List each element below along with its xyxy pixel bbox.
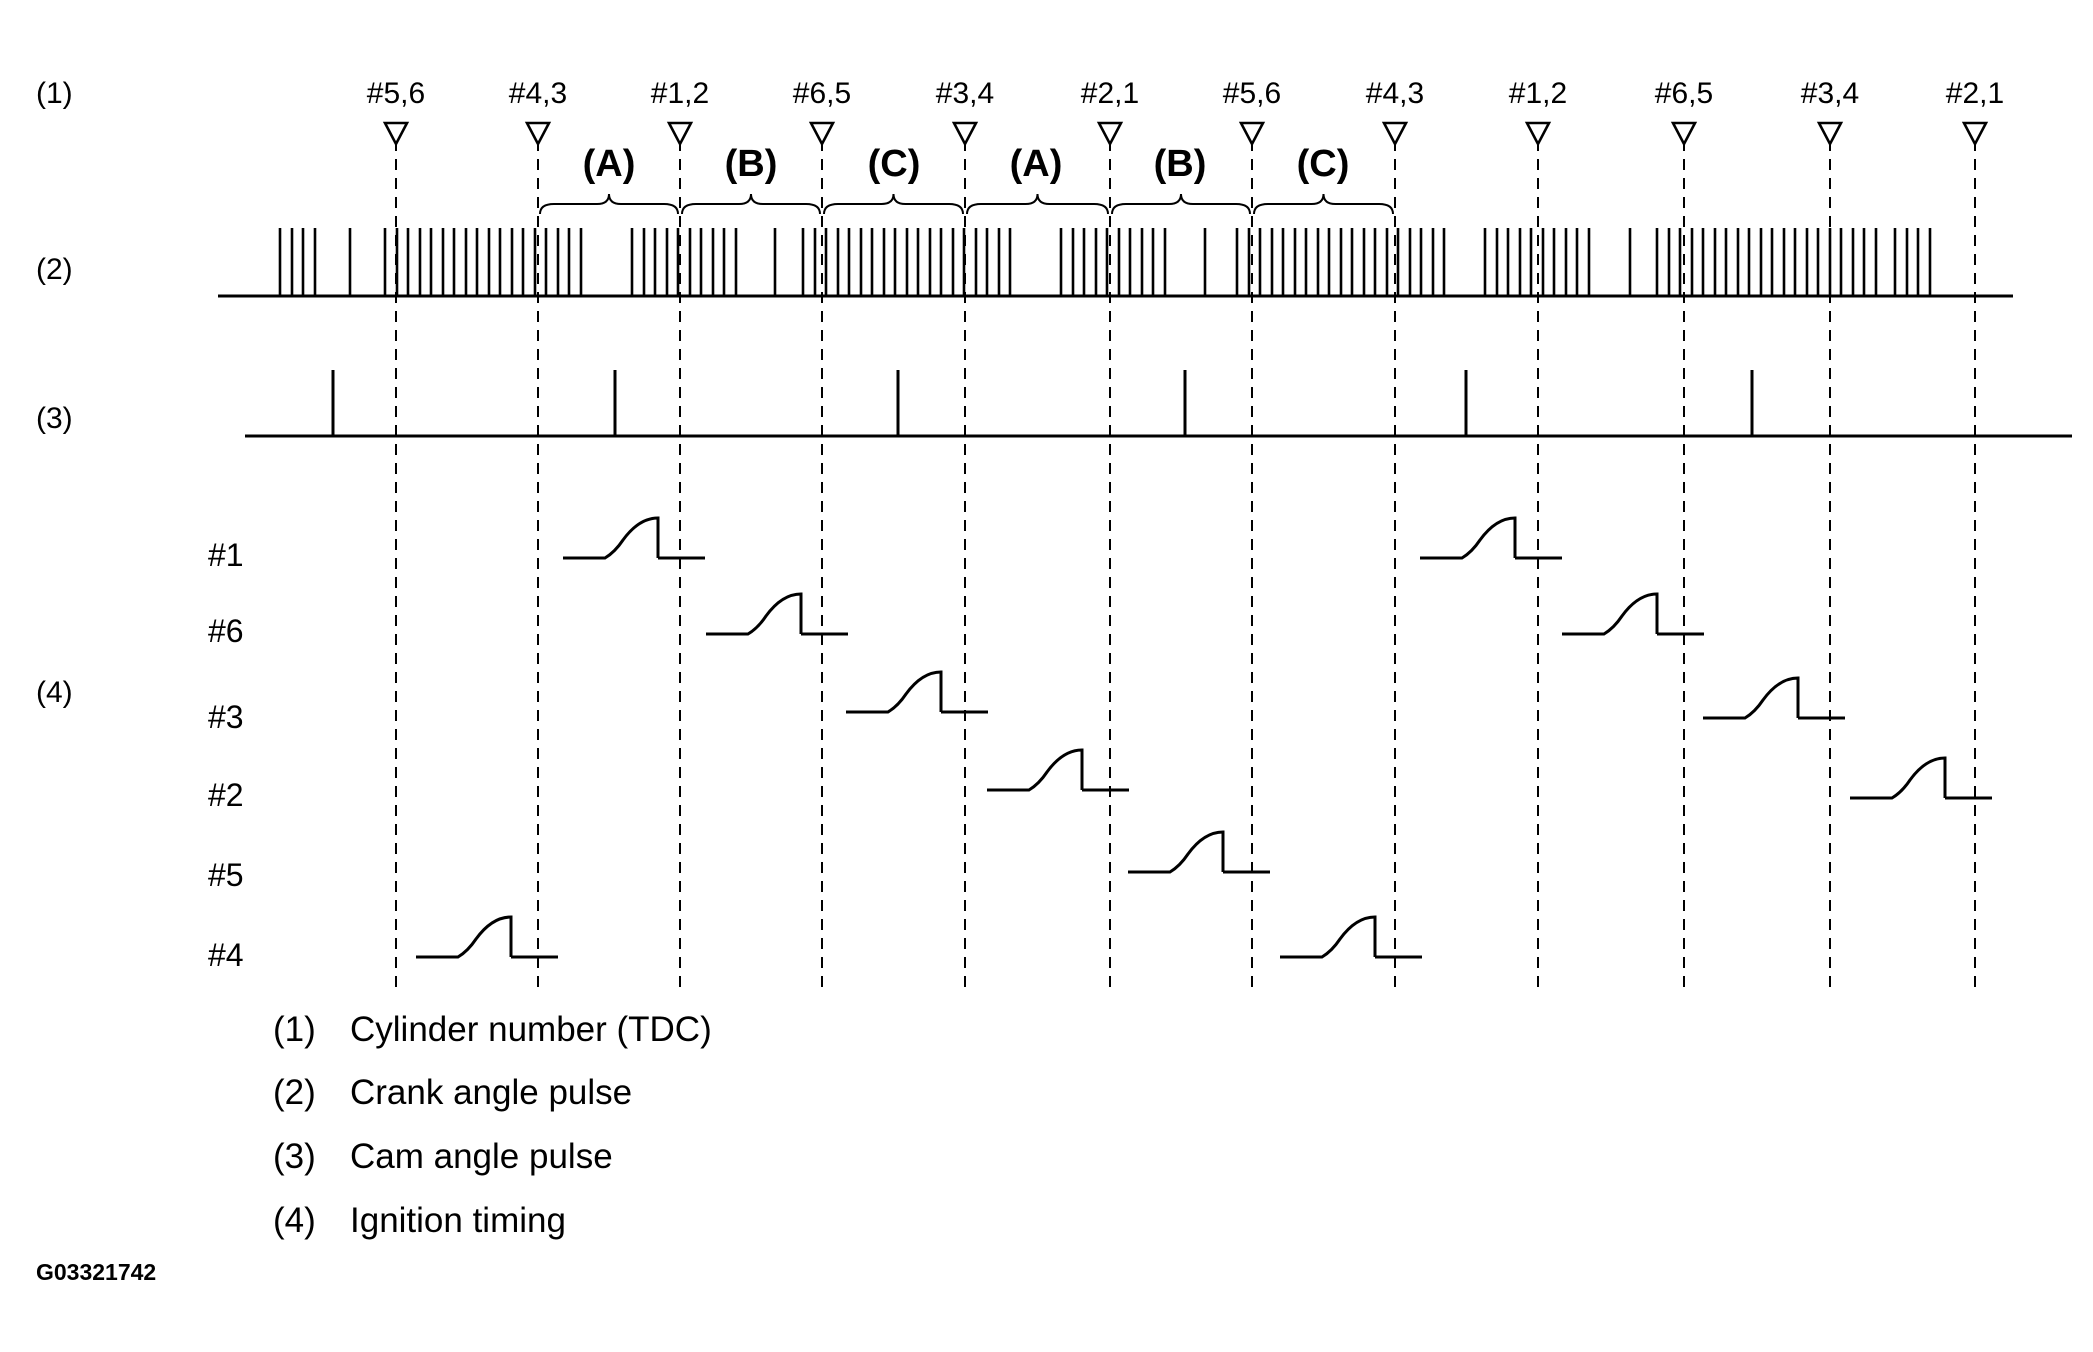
segment-brace [681, 193, 821, 215]
tdc-marker-triangle [1961, 121, 1989, 147]
segment-label-3: (C) [868, 143, 921, 185]
ignition-waveform [416, 915, 558, 959]
segment-brace [1253, 193, 1394, 215]
ignition-waveform [563, 516, 705, 560]
ignition-waveform [846, 670, 988, 714]
ignition-timing-waveforms [416, 516, 1992, 959]
ignition-waveform [1850, 756, 1992, 800]
legend: (1) Cylinder number (TDC) (2) Crank angl… [273, 1010, 712, 1240]
tdc-label-2: #4,3 [509, 77, 567, 110]
tdc-marker-triangle [808, 121, 836, 147]
tdc-label-12: #2,1 [1946, 77, 2004, 110]
segment-brace [966, 193, 1109, 215]
cylinder-label-6: #6 [208, 613, 244, 649]
ignition-waveform [1562, 592, 1704, 636]
tdc-marker-triangle [666, 121, 694, 147]
cylinder-label-1: #1 [208, 537, 244, 573]
legend-num-3: (3) [273, 1137, 316, 1176]
row-label-3: (3) [36, 402, 73, 435]
tdc-label-1: #5,6 [367, 77, 425, 110]
tdc-marker-triangle [1096, 121, 1124, 147]
tdc-marker-triangle [951, 121, 979, 147]
cylinder-label-4: #4 [208, 937, 244, 973]
tdc-label-4: #6,5 [793, 77, 851, 110]
legend-text-2: Crank angle pulse [350, 1073, 632, 1112]
tdc-marker-triangle [1381, 121, 1409, 147]
cylinder-labels: #1 #6 #3 #2 #5 #4 [208, 537, 244, 973]
tdc-marker-triangle [524, 121, 552, 147]
segment-brace [1111, 193, 1251, 215]
legend-text-1: Cylinder number (TDC) [350, 1010, 712, 1049]
cylinder-label-2: #2 [208, 777, 244, 813]
tdc-marker-triangle [1670, 121, 1698, 147]
legend-num-1: (1) [273, 1010, 316, 1049]
ignition-waveform [706, 592, 848, 636]
cylinder-label-5: #5 [208, 857, 244, 893]
legend-text-4: Ignition timing [350, 1201, 566, 1240]
tdc-label-8: #4,3 [1366, 77, 1424, 110]
ignition-waveform [987, 748, 1129, 792]
legend-text-3: Cam angle pulse [350, 1137, 613, 1176]
tdc-marker-triangle [1524, 121, 1552, 147]
tdc-label-10: #6,5 [1655, 77, 1713, 110]
row-label-2: (2) [36, 253, 73, 286]
tdc-label-7: #5,6 [1223, 77, 1281, 110]
tdc-marker-triangle [1816, 121, 1844, 147]
segment-braces [539, 193, 1394, 215]
ignition-waveform [1128, 830, 1270, 874]
segment-labels: (A) (B) (C) (A) (B) (C) [583, 143, 1350, 185]
tdc-label-6: #2,1 [1081, 77, 1139, 110]
segment-label-4: (A) [1010, 143, 1063, 185]
tdc-markers: #5,6 #4,3 #1,2 #6,5 #3,4 #2,1 #5,6 #4,3 … [367, 77, 2004, 147]
segment-brace [823, 193, 964, 215]
tdc-label-11: #3,4 [1801, 77, 1859, 110]
cylinder-label-3: #3 [208, 699, 244, 735]
row-label-4: (4) [36, 676, 73, 709]
segment-label-6: (C) [1297, 143, 1350, 185]
tdc-label-3: #1,2 [651, 77, 709, 110]
crank-angle-pulse-train [218, 228, 2013, 298]
figure-id: G03321742 [36, 1259, 156, 1285]
segment-label-1: (A) [583, 143, 636, 185]
ignition-waveform [1420, 516, 1562, 560]
segment-label-5: (B) [1154, 143, 1207, 185]
tdc-marker-triangle [382, 121, 410, 147]
legend-num-2: (2) [273, 1073, 316, 1112]
segment-label-2: (B) [725, 143, 778, 185]
tdc-label-5: #3,4 [936, 77, 994, 110]
ignition-waveform [1280, 915, 1422, 959]
tdc-marker-triangle [1238, 121, 1266, 147]
ignition-waveform [1703, 676, 1845, 720]
segment-brace [539, 193, 679, 215]
tdc-label-9: #1,2 [1509, 77, 1567, 110]
cam-angle-pulse-train [245, 370, 2072, 438]
legend-num-4: (4) [273, 1201, 316, 1240]
row-label-1: (1) [36, 77, 73, 110]
